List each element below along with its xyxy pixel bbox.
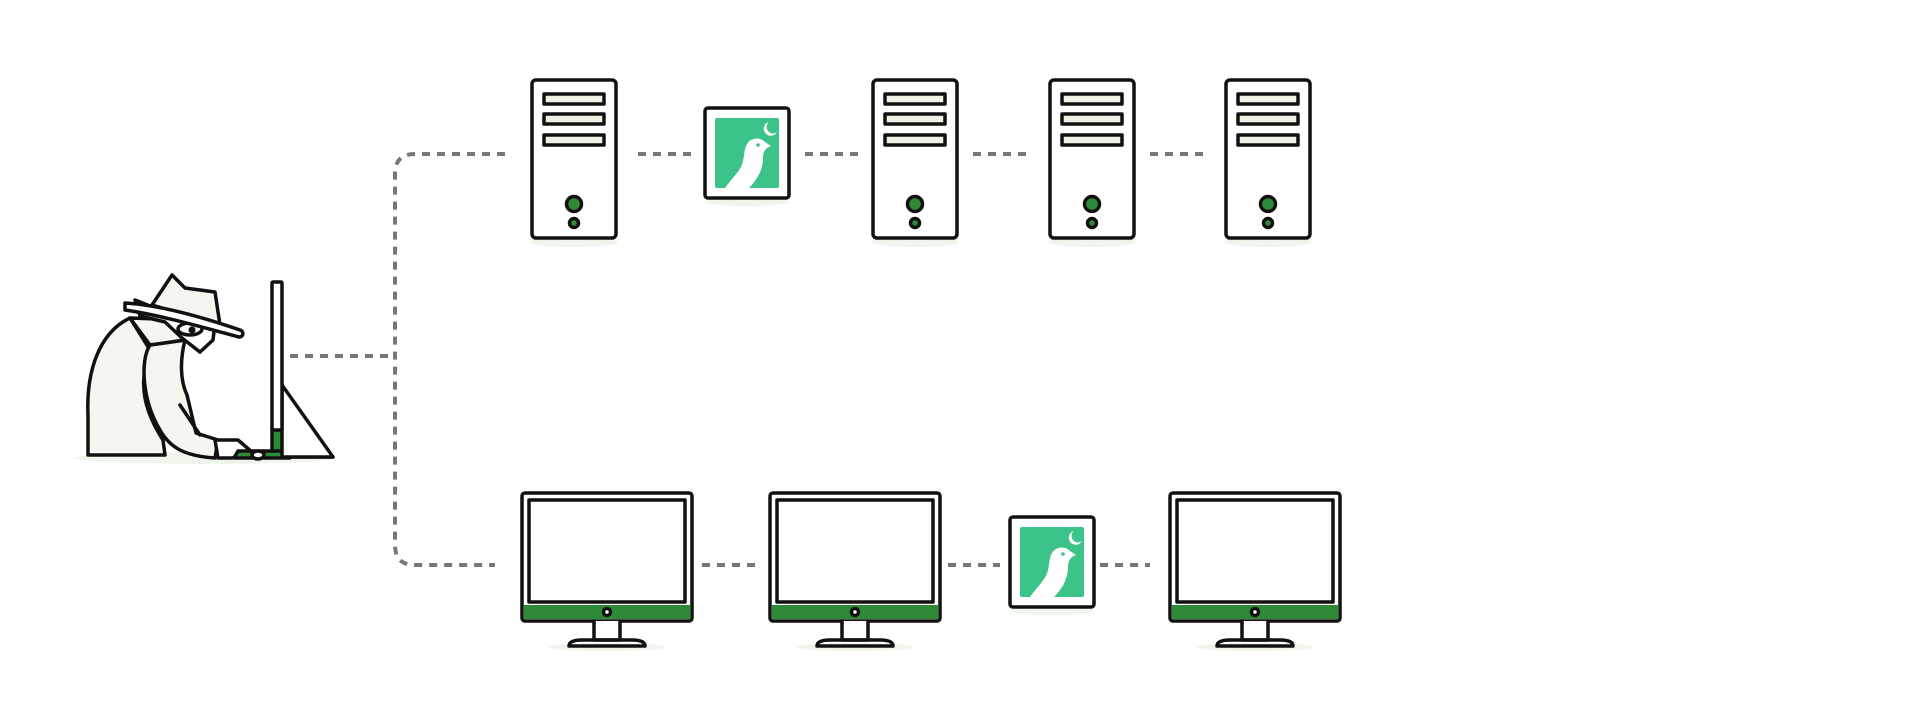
trunk-line [393, 152, 505, 567]
desktop-monitor-icon [520, 491, 694, 653]
top-row [528, 78, 1314, 249]
connectors [290, 152, 1205, 567]
server-tower-icon [528, 78, 620, 249]
canary-bird-icon [1008, 515, 1096, 617]
server-tower-icon [1046, 78, 1138, 249]
bottom-row [520, 491, 1342, 653]
canary-bird-icon [703, 106, 791, 208]
server-tower-icon [1222, 78, 1314, 249]
desktop-monitor-icon [768, 491, 942, 653]
server-tower-icon [869, 78, 961, 249]
hacker-at-computer-icon [75, 273, 335, 464]
desktop-monitor-icon [1168, 491, 1342, 653]
